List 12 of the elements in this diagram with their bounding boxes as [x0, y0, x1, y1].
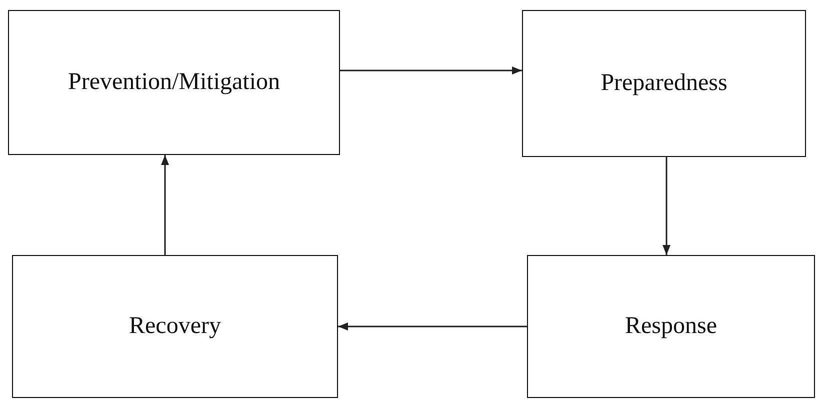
process-box	[527, 255, 815, 398]
arrow	[161, 155, 169, 255]
arrow	[338, 322, 527, 330]
box-label: Prevention/Mitigation	[68, 69, 280, 96]
box-label: Preparedness	[600, 70, 728, 97]
arrow	[340, 66, 522, 74]
process-box	[8, 10, 340, 155]
arrow	[662, 157, 670, 255]
box-label: Recovery	[129, 313, 221, 340]
process-box	[12, 255, 338, 398]
process-box	[522, 10, 806, 157]
box-label: Response	[625, 313, 717, 340]
